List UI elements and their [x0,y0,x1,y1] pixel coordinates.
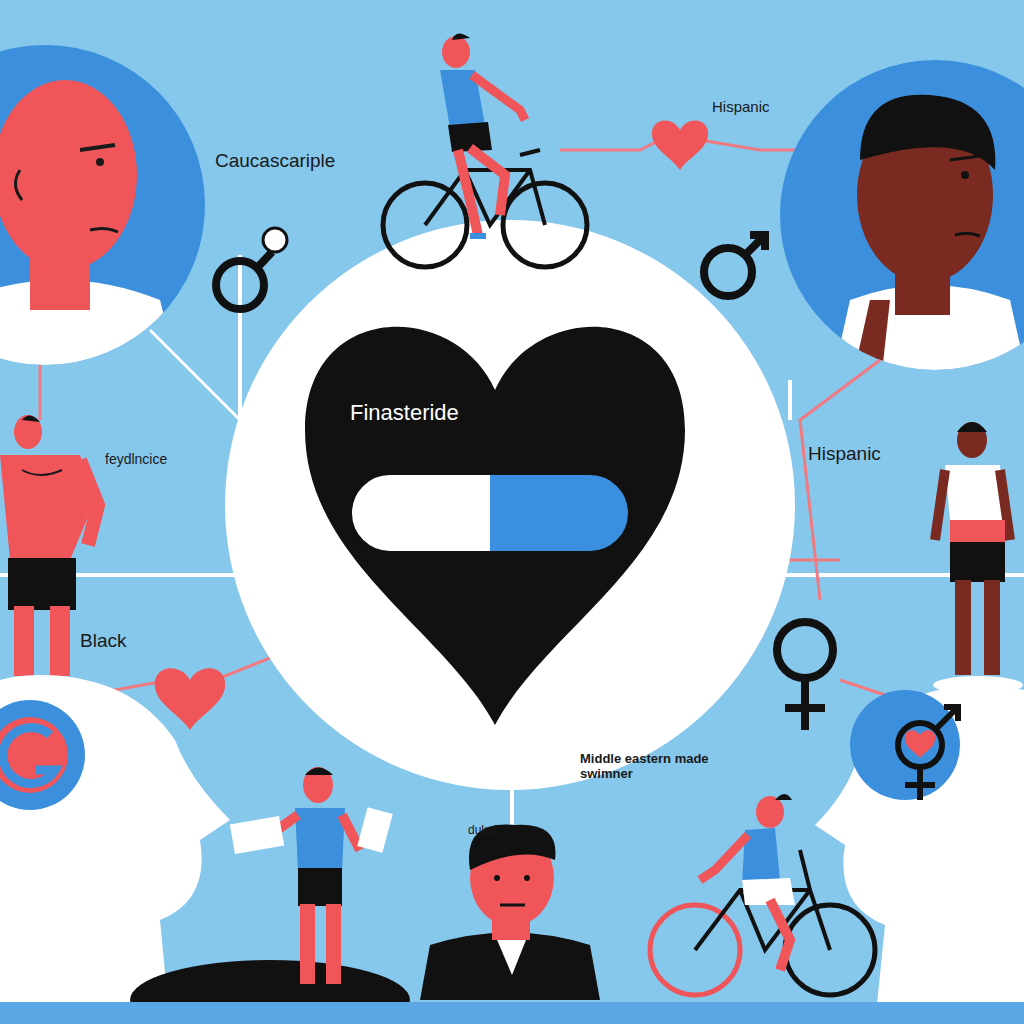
pill-half [490,473,630,553]
text-label: feydlncice [105,451,167,467]
male-symbol [704,235,765,296]
cyclist-top [383,33,587,267]
cyclist-bottom [650,794,875,995]
heart-icon [652,120,708,170]
text-label: dukni [468,824,497,838]
heart-icon [155,668,225,730]
heart-shape [305,300,685,725]
figure-with-paper [130,767,410,1024]
center-circle [225,220,795,790]
figure-right [933,422,1023,694]
figure-left [0,415,98,695]
pill-half [350,473,490,553]
text-label: Caucascariple [215,150,335,172]
heart-node: Finasteride [305,300,685,725]
figure-center-bottom [420,825,600,1000]
male-symbol [216,252,272,309]
text-label: Hispanic [808,443,881,465]
head-silhouette-right [815,686,1024,1024]
portrait-right [780,60,1024,390]
female-symbol [777,622,833,730]
text-label: Middle eastern made swimner [580,752,715,782]
text-label: Hispanic [712,98,770,115]
node-title: Finasteride [350,400,459,426]
text-label: Black [80,630,126,652]
portrait-left [0,45,205,380]
ground-strip [0,1002,1024,1024]
